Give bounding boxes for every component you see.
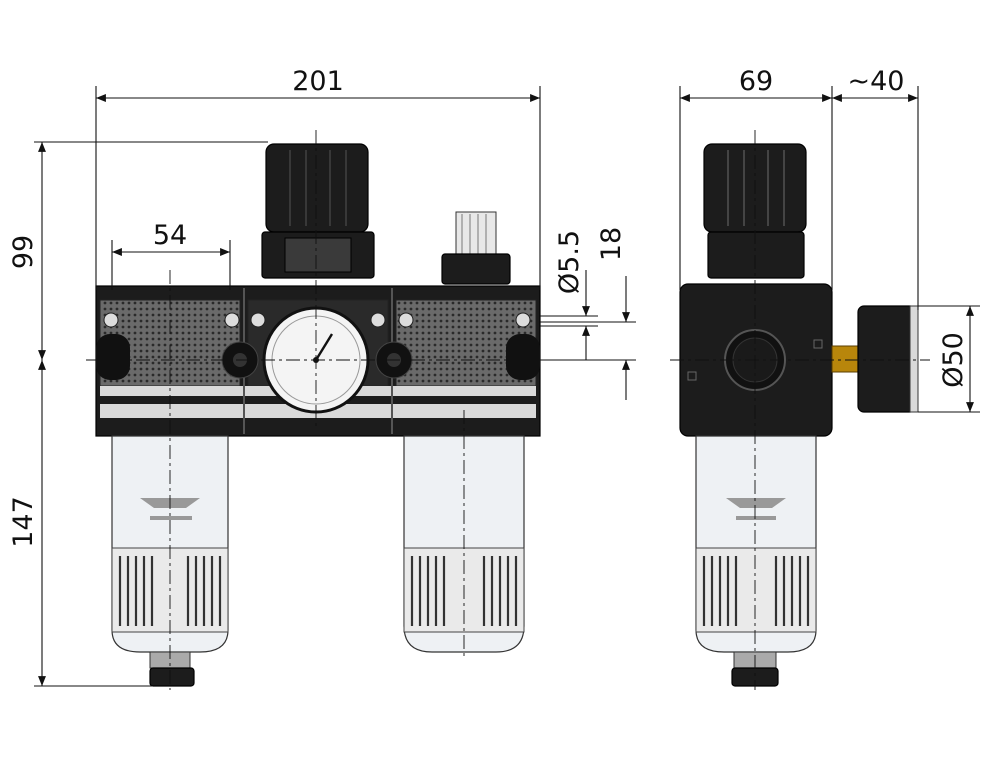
dim-side-depth: 69 [739, 66, 773, 97]
fill-plug [441, 211, 511, 285]
regulator-knob [261, 143, 375, 279]
dim-bottom-height: 147 [8, 496, 39, 548]
side-view [670, 130, 930, 690]
side-gauge [831, 305, 919, 413]
front-dimensions: 201 54 99 147 Ø5.5 18 [8, 66, 636, 687]
side-filter-bowl [695, 435, 817, 687]
dim-module-width: 54 [153, 220, 187, 251]
dim-overall-width: 201 [292, 66, 344, 97]
dim-hole-spacing: 18 [596, 227, 627, 261]
dim-top-height: 99 [8, 235, 39, 269]
dim-gauge-offset: ~40 [848, 66, 905, 97]
front-view [86, 130, 548, 690]
dim-hole-diameter: Ø5.5 [554, 230, 585, 294]
dim-gauge-diameter: Ø50 [938, 332, 969, 388]
side-dimensions: 69 ~40 Ø50 [679, 66, 980, 413]
